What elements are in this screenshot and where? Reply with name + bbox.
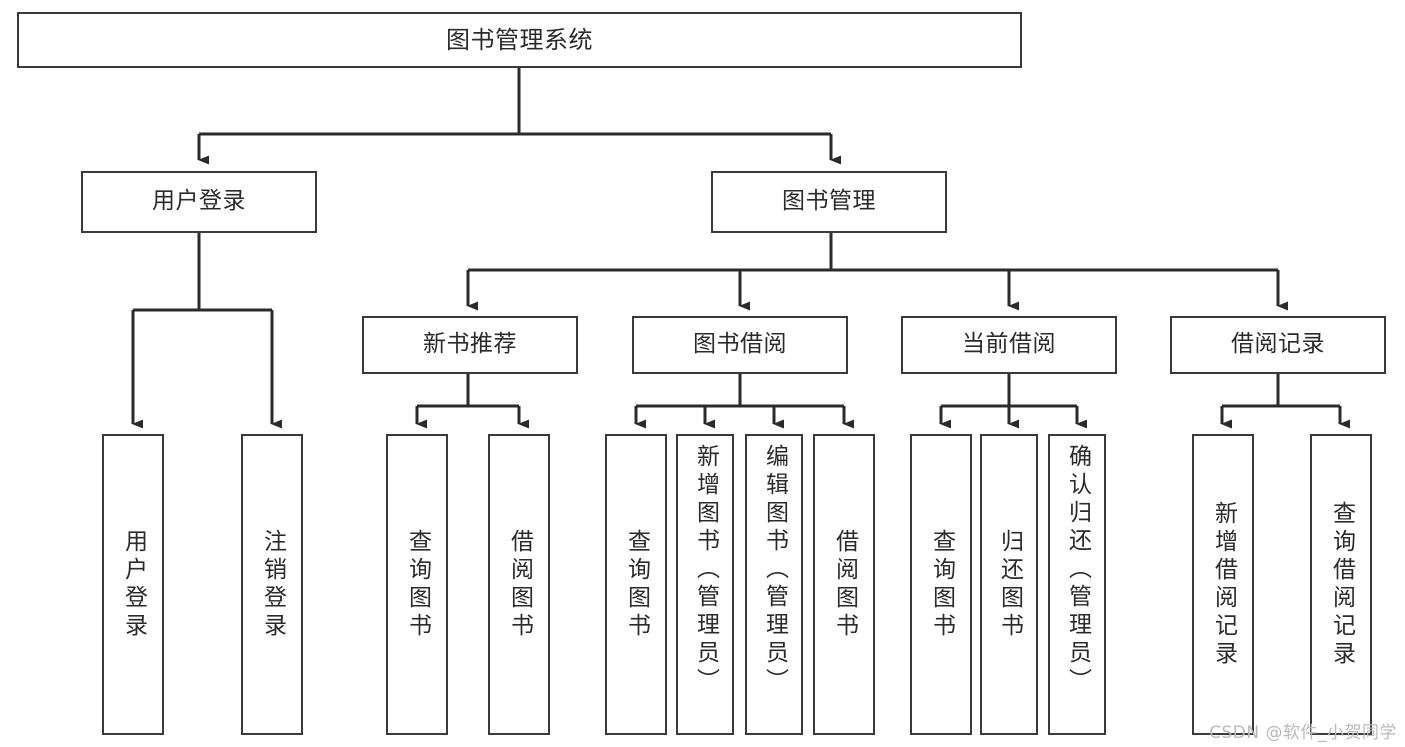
node-leaf-query-book-2[interactable]: 查询图书 bbox=[605, 434, 667, 735]
node-book-manage[interactable]: 图书管理 bbox=[711, 171, 947, 233]
node-leaf-confirm-return[interactable]: 确认归还（管理员） bbox=[1048, 434, 1106, 735]
node-book-borrow-label: 图书借阅 bbox=[693, 331, 787, 358]
node-leaf-query-book-1[interactable]: 查询图书 bbox=[386, 434, 448, 735]
node-leaf-query-book-2-label: 查询图书 bbox=[623, 528, 650, 641]
node-borrow-record[interactable]: 借阅记录 bbox=[1170, 316, 1386, 374]
node-new-book-recommend[interactable]: 新书推荐 bbox=[362, 316, 578, 374]
node-new-book-recommend-label: 新书推荐 bbox=[423, 331, 517, 358]
node-leaf-add-record-label: 新增借阅记录 bbox=[1210, 500, 1237, 669]
node-leaf-return-book[interactable]: 归还图书 bbox=[980, 434, 1038, 735]
node-leaf-logout-login-label: 注销登录 bbox=[259, 528, 286, 641]
node-leaf-query-record-label: 查询借阅记录 bbox=[1328, 500, 1355, 669]
node-current-borrow-label: 当前借阅 bbox=[962, 331, 1056, 358]
node-leaf-add-book[interactable]: 新增图书（管理员） bbox=[676, 434, 734, 735]
node-leaf-user-login[interactable]: 用户登录 bbox=[102, 434, 164, 735]
node-leaf-query-book-1-label: 查询图书 bbox=[404, 528, 431, 641]
node-leaf-borrow-book-2[interactable]: 借阅图书 bbox=[813, 434, 875, 735]
node-leaf-borrow-book-1-label: 借阅图书 bbox=[506, 528, 533, 641]
node-borrow-record-label: 借阅记录 bbox=[1231, 331, 1325, 358]
node-current-borrow[interactable]: 当前借阅 bbox=[901, 316, 1117, 374]
node-leaf-borrow-book-2-label: 借阅图书 bbox=[831, 528, 858, 641]
watermark-text: CSDN @软件_小贺同学 bbox=[1209, 723, 1397, 743]
node-leaf-edit-book-label: 编辑图书（管理员） bbox=[761, 444, 788, 696]
node-leaf-return-book-label: 归还图书 bbox=[996, 528, 1023, 641]
node-user-login-label: 用户登录 bbox=[152, 188, 246, 215]
node-leaf-query-book-3-label: 查询图书 bbox=[928, 528, 955, 641]
node-leaf-query-record[interactable]: 查询借阅记录 bbox=[1310, 434, 1372, 735]
node-leaf-logout-login[interactable]: 注销登录 bbox=[241, 434, 303, 735]
node-user-login[interactable]: 用户登录 bbox=[81, 171, 317, 233]
node-leaf-edit-book[interactable]: 编辑图书（管理员） bbox=[745, 434, 803, 735]
node-book-manage-label: 图书管理 bbox=[782, 188, 876, 215]
node-leaf-add-book-label: 新增图书（管理员） bbox=[692, 444, 719, 696]
node-root[interactable]: 图书管理系统 bbox=[17, 12, 1022, 68]
node-leaf-query-book-3[interactable]: 查询图书 bbox=[910, 434, 972, 735]
node-leaf-user-login-label: 用户登录 bbox=[120, 528, 147, 641]
node-leaf-add-record[interactable]: 新增借阅记录 bbox=[1192, 434, 1254, 735]
node-book-borrow[interactable]: 图书借阅 bbox=[632, 316, 848, 374]
node-leaf-borrow-book-1[interactable]: 借阅图书 bbox=[488, 434, 550, 735]
node-root-label: 图书管理系统 bbox=[446, 25, 593, 54]
node-leaf-confirm-return-label: 确认归还（管理员） bbox=[1064, 444, 1091, 696]
